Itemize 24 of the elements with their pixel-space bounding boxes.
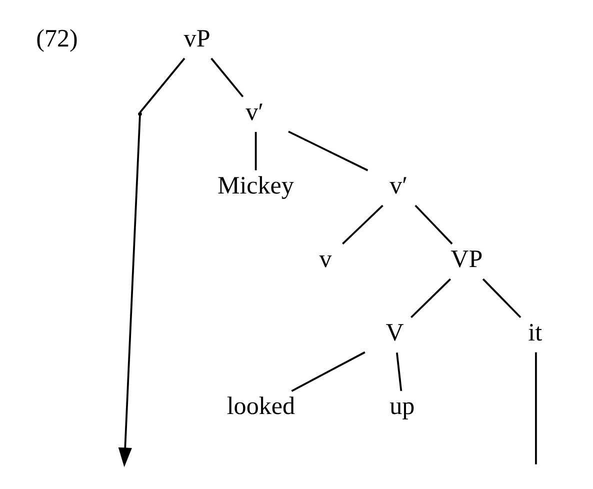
connector [254, 132, 257, 170]
node-text: looked [226, 393, 295, 420]
node-text: up [390, 393, 415, 420]
connector [291, 351, 366, 392]
connector [210, 58, 244, 98]
arrow [118, 116, 141, 468]
node-text: v′ [390, 172, 408, 200]
connector [396, 352, 402, 392]
label: (72) [36, 25, 78, 52]
node-text: v′ [246, 98, 264, 126]
connector [288, 130, 368, 172]
connector [410, 278, 452, 318]
node-text: v [319, 246, 332, 274]
node-text: vP [184, 25, 210, 52]
node-text: it [528, 320, 542, 347]
connector [139, 58, 186, 113]
connector [414, 204, 453, 244]
node-text: Mickey [217, 172, 294, 200]
connector [482, 278, 522, 318]
node-text: VP [450, 246, 483, 274]
connector [535, 352, 537, 464]
connector [342, 204, 384, 244]
node-point [138, 112, 142, 116]
node-text: V [386, 320, 404, 347]
